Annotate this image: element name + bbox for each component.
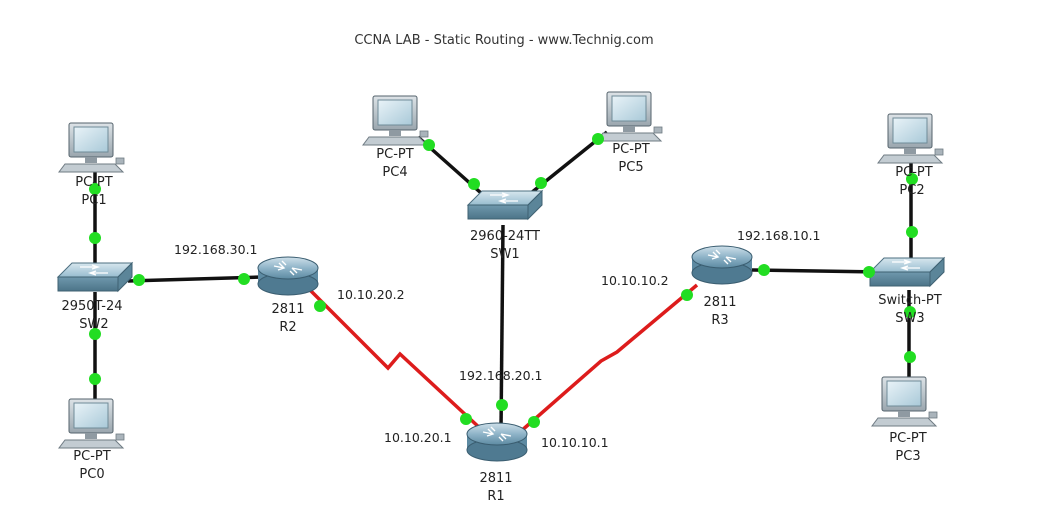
device-name-label: PC2: [899, 183, 924, 198]
port-status-dot: [89, 232, 101, 244]
device-pc5[interactable]: [596, 91, 663, 142]
port-status-dot: [89, 373, 101, 385]
pc-icon: [58, 398, 125, 449]
switch-icon: [56, 261, 134, 293]
port-status-dot: [906, 173, 918, 185]
port-status-dot: [89, 183, 101, 195]
device-pc4[interactable]: [362, 95, 429, 146]
device-pc0[interactable]: [58, 398, 125, 449]
device-name-label: PC0: [79, 467, 104, 482]
device-model-label: 2960-24TT: [470, 229, 540, 244]
router-icon: [691, 245, 753, 285]
port-status-dot: [496, 399, 508, 411]
device-model-label: 2950T-24: [61, 299, 122, 314]
device-name-label: R2: [279, 320, 296, 335]
device-model-label: PC-PT: [895, 165, 932, 180]
port-status-dot: [681, 289, 693, 301]
device-name-label: SW1: [490, 247, 519, 262]
pc-icon: [877, 113, 944, 164]
device-model-label: PC-PT: [376, 147, 413, 162]
pc-icon: [58, 122, 125, 173]
ip-label-r1-to-r2: 10.10.20.1: [384, 430, 452, 445]
port-status-dot: [468, 178, 480, 190]
device-name-label: R3: [711, 313, 728, 328]
port-status-dot: [863, 266, 875, 278]
device-name-label: PC5: [618, 160, 643, 175]
device-model-label: PC-PT: [612, 142, 649, 157]
device-pc3[interactable]: [871, 376, 938, 427]
switch-icon: [868, 256, 946, 288]
device-pc2[interactable]: [877, 113, 944, 164]
link-sw1-r1: [499, 224, 505, 431]
device-model-label: 2811: [703, 295, 736, 310]
ip-label-r2-lan: 192.168.30.1: [174, 242, 258, 257]
device-name-label: PC3: [895, 449, 920, 464]
device-model-label: PC-PT: [889, 431, 926, 446]
ip-label-r1-to-r3: 10.10.10.1: [541, 435, 609, 450]
device-pc1[interactable]: [58, 122, 125, 173]
port-status-dot: [314, 300, 326, 312]
device-name-label: PC4: [382, 165, 407, 180]
port-status-dot: [423, 139, 435, 151]
port-status-dot: [238, 273, 250, 285]
ip-label-r1-lan: 192.168.20.1: [459, 368, 543, 383]
link-r3-sw3: [751, 268, 881, 274]
port-status-dot: [758, 264, 770, 276]
switch-icon: [466, 189, 544, 221]
device-r1[interactable]: [466, 422, 528, 462]
port-status-dot: [906, 226, 918, 238]
device-sw1[interactable]: [466, 189, 544, 221]
port-status-dot: [528, 416, 540, 428]
device-name-label: PC1: [81, 193, 106, 208]
device-r2[interactable]: [257, 256, 319, 296]
port-status-dot: [904, 306, 916, 318]
link-r1-r3-serial: [518, 283, 699, 434]
device-name-label: SW2: [79, 317, 108, 332]
device-model-label: Switch-PT: [878, 293, 942, 308]
diagram-title: CCNA LAB - Static Routing - www.Technig.…: [354, 33, 653, 48]
router-icon: [466, 422, 528, 462]
device-sw3[interactable]: [868, 256, 946, 288]
pc-icon: [596, 91, 663, 142]
port-status-dot: [592, 133, 604, 145]
port-status-dot: [89, 328, 101, 340]
pc-icon: [362, 95, 429, 146]
pc-icon: [871, 376, 938, 427]
ip-label-r3-serial: 10.10.10.2: [601, 273, 669, 288]
port-status-dot: [904, 351, 916, 363]
ip-label-r3-lan: 192.168.10.1: [737, 228, 821, 243]
device-name-label: SW3: [895, 311, 924, 326]
port-status-dot: [460, 413, 472, 425]
device-model-label: PC-PT: [75, 175, 112, 190]
device-sw2[interactable]: [56, 261, 134, 293]
link-r2-r1-serial: [306, 286, 484, 432]
device-model-label: 2811: [271, 302, 304, 317]
device-r3[interactable]: [691, 245, 753, 285]
port-status-dot: [535, 177, 547, 189]
router-icon: [257, 256, 319, 296]
device-model-label: 2811: [479, 471, 512, 486]
device-model-label: PC-PT: [73, 449, 110, 464]
device-name-label: R1: [487, 489, 504, 504]
port-status-dot: [133, 274, 145, 286]
ip-label-r2-serial: 10.10.20.2: [337, 287, 405, 302]
